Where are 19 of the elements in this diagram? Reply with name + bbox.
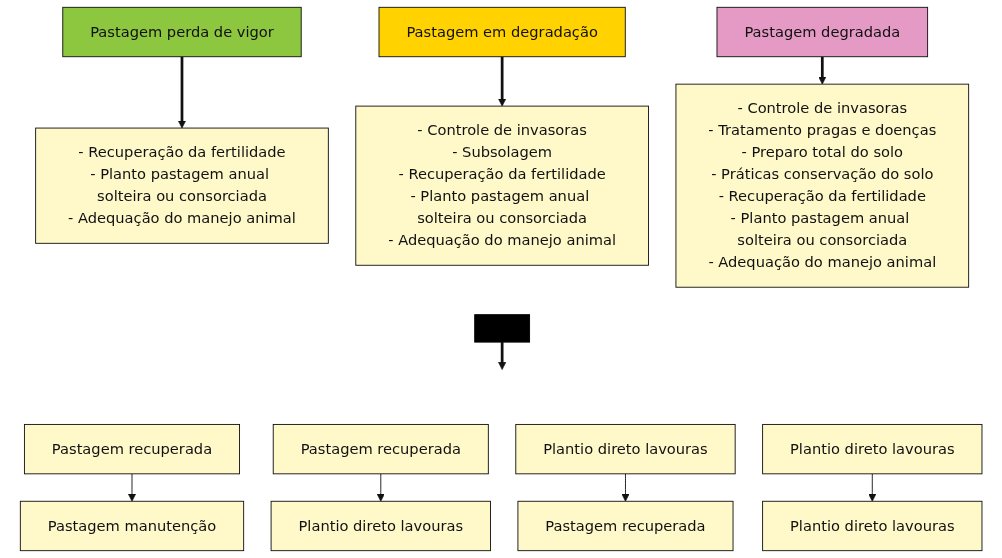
node-box: Pastagem recuperada: [517, 500, 734, 552]
node-box: - Controle de invasoras - Tratamento pragas e doenças - Preparo total do solo - Práticas conservação do solo - Recuperação da fertilidade - Planto pastagem anual solteira ou consorciada - Adequação do manejo animal: [675, 83, 969, 288]
node-box: Plantio direto lavouras: [270, 500, 491, 552]
node-box: Plantio direto lavouras: [515, 423, 736, 475]
arrow: [177, 56, 186, 129]
node-box: - Recuperação da fertilidade - Planto pastagem anual solteira ou consorciada - Adequação do manejo animal: [35, 127, 329, 244]
node-box: Plantio direto lavouras: [762, 423, 983, 475]
node-box: Pastagem perda de vigor: [62, 6, 302, 58]
node-box: Plantio direto lavouras: [762, 500, 983, 552]
node-box: Pastagem degradada: [716, 6, 928, 58]
arrow: [497, 56, 506, 107]
node-bar: [474, 314, 530, 343]
node-box: Pastagem em degradação: [378, 6, 626, 58]
node-box: - Controle de invasoras - Subsolagem - Recuperação da fertilidade - Planto pastagem anual solteira ou consorciada - Adequação do manejo animal: [355, 105, 649, 266]
node-box: Pastagem recuperada: [23, 423, 240, 475]
node-box: Pastagem recuperada: [272, 423, 489, 475]
node-box: Pastagem manutenção: [19, 500, 244, 552]
arrow: [497, 342, 506, 370]
arrow: [818, 56, 827, 85]
